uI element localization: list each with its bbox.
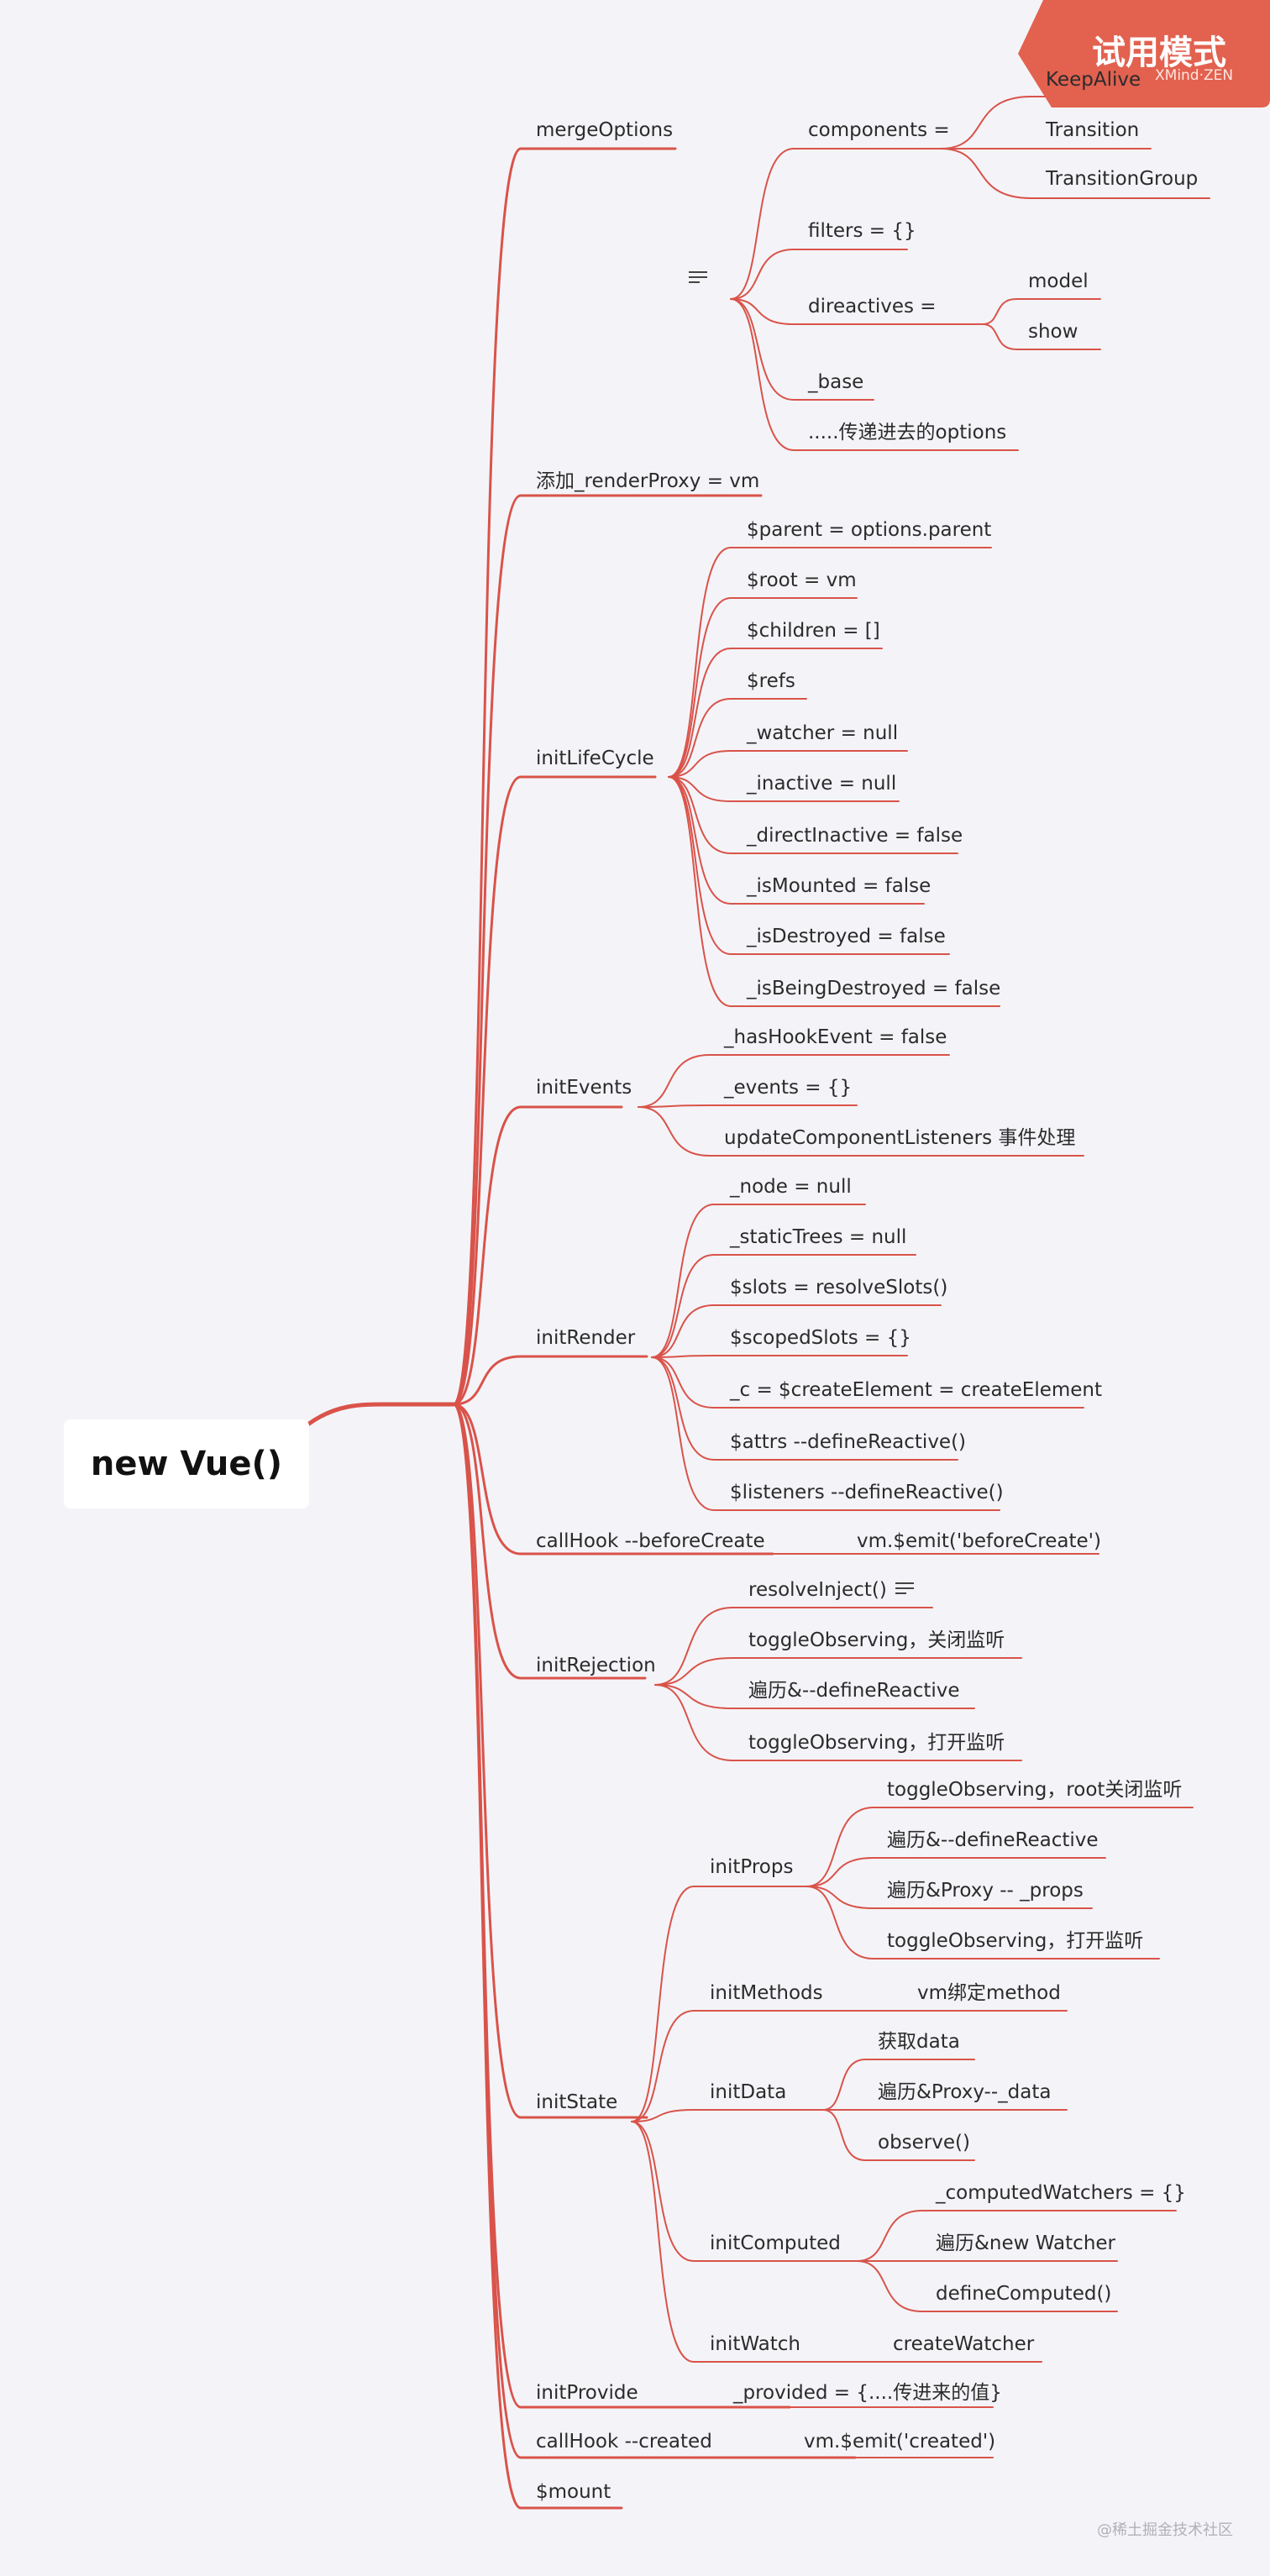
trial-mode-badge: [1018, 0, 1270, 108]
node-initEvents[interactable]: initEvents: [536, 1077, 632, 1099]
node-slots[interactable]: $slots = resolveSlots(): [730, 1277, 948, 1298]
badge-title: 试用模式: [1092, 34, 1226, 72]
node-toggleRootOff[interactable]: toggleObserving，root关闭监听: [887, 1779, 1183, 1801]
node-directInactive[interactable]: _directInactive = false: [747, 825, 963, 847]
node-getData[interactable]: 获取data: [878, 2031, 960, 2053]
node-provided[interactable]: _provided = {....传进来的值}: [733, 2382, 1002, 2404]
node-root-vm[interactable]: $root = vm: [747, 569, 857, 591]
node-events[interactable]: _events = {}: [724, 1077, 853, 1099]
node-toggleOff[interactable]: toggleObserving，关闭监听: [748, 1629, 1005, 1651]
node-components[interactable]: components =: [808, 119, 950, 141]
node-refs[interactable]: $refs: [747, 670, 795, 692]
node-show[interactable]: show: [1028, 321, 1078, 343]
node-scopedSlots[interactable]: $scopedSlots = {}: [730, 1327, 911, 1349]
node-newWatcher[interactable]: 遍历&new Watcher: [936, 2232, 1115, 2254]
node-filters[interactable]: filters = {}: [808, 220, 916, 242]
node-model[interactable]: model: [1028, 270, 1089, 292]
node-mount[interactable]: $mount: [536, 2481, 611, 2503]
node-isMounted[interactable]: _isMounted = false: [747, 875, 932, 897]
node-updateListeners[interactable]: updateComponentListeners 事件处理: [724, 1127, 1076, 1149]
node-staticTrees[interactable]: _staticTrees = null: [730, 1226, 907, 1248]
node-hasHookEvent[interactable]: _hasHookEvent = false: [724, 1026, 947, 1048]
badge-subtitle: XMind·ZEN: [1155, 67, 1234, 84]
note-icon: [895, 1582, 914, 1596]
node-toggleOn[interactable]: toggleObserving，打开监听: [748, 1732, 1005, 1754]
node-initComputed[interactable]: initComputed: [710, 2232, 841, 2254]
node-bindMethod[interactable]: vm绑定method: [917, 1982, 1061, 2004]
node-keepAlive[interactable]: KeepAlive: [1046, 69, 1141, 91]
node-isDestroyed[interactable]: _isDestroyed = false: [747, 926, 946, 947]
node-initWatch[interactable]: initWatch: [710, 2333, 800, 2355]
node-initLifeCycle[interactable]: initLifeCycle: [536, 748, 654, 769]
node-vnode[interactable]: _node = null: [730, 1176, 852, 1198]
node-initMethods[interactable]: initMethods: [710, 1982, 823, 2004]
node-createWatcher[interactable]: createWatcher: [893, 2333, 1035, 2355]
node-observe[interactable]: observe(): [878, 2132, 970, 2154]
node-initProvide[interactable]: initProvide: [536, 2382, 638, 2404]
root-node[interactable]: new Vue(): [64, 1419, 309, 1508]
node-transitionGroup[interactable]: TransitionGroup: [1046, 168, 1199, 190]
node-propsReactive[interactable]: 遍历&--defineReactive: [887, 1829, 1099, 1851]
node-traverseReactive[interactable]: 遍历&--defineReactive: [748, 1680, 960, 1702]
node-initProps[interactable]: initProps: [710, 1856, 794, 1878]
node-createElement[interactable]: _c = $createElement = createElement: [730, 1379, 1103, 1401]
node-direactives[interactable]: direactives =: [808, 296, 937, 317]
node-initRejection[interactable]: initRejection: [536, 1655, 656, 1676]
node-created[interactable]: callHook --created: [536, 2431, 712, 2453]
node-base[interactable]: _base: [808, 371, 864, 393]
node-emitCreated[interactable]: vm.$emit('created'): [804, 2431, 996, 2453]
node-initState[interactable]: initState: [536, 2091, 618, 2113]
node-initRender[interactable]: initRender: [536, 1327, 636, 1349]
node-listeners[interactable]: $listeners --defineReactive(): [730, 1482, 1004, 1503]
node-propsToggleOn[interactable]: toggleObserving，打开监听: [887, 1930, 1144, 1952]
node-isBeingDestroyed[interactable]: _isBeingDestroyed = false: [747, 978, 1001, 999]
node-attrs[interactable]: $attrs --defineReactive(): [730, 1431, 967, 1453]
node-mergeOptions[interactable]: mergeOptions: [536, 119, 674, 141]
node-watcher[interactable]: _watcher = null: [747, 722, 899, 744]
node-parent[interactable]: $parent = options.parent: [747, 519, 992, 541]
node-defineComputed[interactable]: defineComputed(): [936, 2283, 1112, 2305]
node-resolveInject[interactable]: resolveInject(): [748, 1579, 887, 1601]
node-emitBeforeCreate[interactable]: vm.$emit('beforeCreate'): [857, 1530, 1101, 1552]
node-computedWatchers[interactable]: _computedWatchers = {}: [936, 2182, 1186, 2204]
node-propsProxy[interactable]: 遍历&Proxy -- _props: [887, 1880, 1084, 1902]
node-renderProxy[interactable]: 添加_renderProxy = vm: [536, 470, 760, 492]
node-inactive[interactable]: _inactive = null: [747, 773, 897, 795]
node-children[interactable]: $children = []: [747, 620, 880, 642]
node-initData[interactable]: initData: [710, 2081, 787, 2103]
node-beforeCreate[interactable]: callHook --beforeCreate: [536, 1530, 765, 1552]
node-dataProxy[interactable]: 遍历&Proxy--_data: [878, 2081, 1052, 2103]
node-transition[interactable]: Transition: [1046, 119, 1140, 141]
node-passedOptions[interactable]: .....传递进去的options: [808, 422, 1007, 443]
note-icon: [689, 271, 707, 285]
footer-watermark: @稀土掘金技术社区: [1097, 2521, 1233, 2539]
